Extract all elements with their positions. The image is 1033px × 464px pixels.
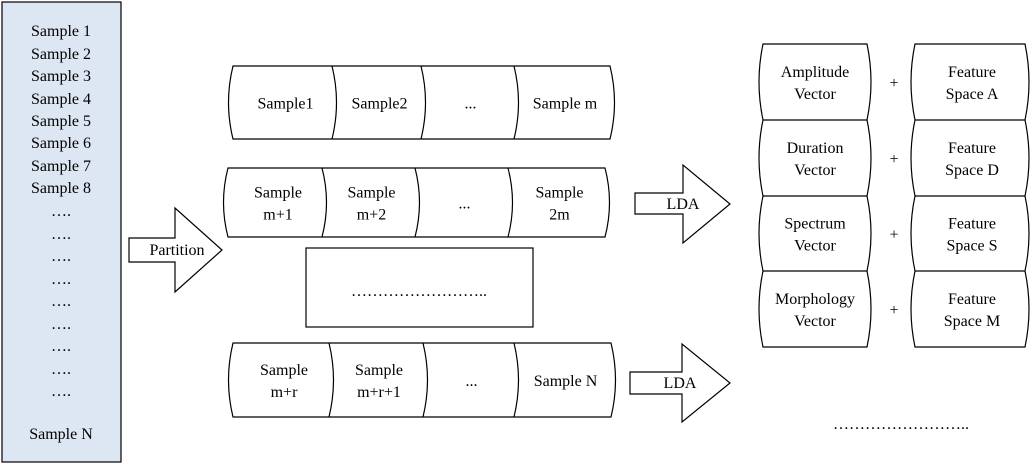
sample-list-ellipsis: …. [51, 316, 71, 333]
sample-list-item: Sample 7 [31, 158, 91, 175]
plus-sign: + [889, 227, 898, 244]
bottom-ellipsis: …………………….. [833, 416, 969, 433]
plus-sign: + [889, 302, 898, 319]
feature-space-label: Space M [944, 313, 1000, 330]
partition-row: Sample m+r Sample m+r+1... Sample N [227, 342, 617, 418]
sample-list-item: Sample 5 [31, 113, 91, 130]
row-outline [222, 167, 611, 238]
partition-cell-text: ... [465, 96, 477, 113]
partition-cell-text: 2m [549, 207, 570, 224]
cell-divider [331, 65, 338, 140]
sample-list-ellipsis: …. [51, 361, 71, 378]
partition-arrow: Partition [128, 206, 223, 294]
sample-list-item: Sample 3 [31, 68, 91, 85]
plus-sign: + [889, 151, 898, 168]
sample-list-ellipsis: …. [51, 226, 71, 243]
sample-list-item: Sample 4 [31, 91, 91, 108]
feature-space-label: Feature [948, 64, 996, 81]
vector-label: Duration [787, 140, 844, 157]
sample-list-ellipsis: …. [51, 293, 71, 310]
partition-cell-text: Sample [348, 185, 396, 202]
sample-list-item: Sample 6 [31, 135, 91, 152]
partition-cell-text: Sample [536, 185, 584, 202]
partition-cell-text: m+r [271, 384, 298, 401]
partition-cell-text: Sample [260, 362, 308, 379]
partition-cell-text: Sample [254, 185, 302, 202]
cell-divider [414, 167, 421, 238]
partition-cell-text: ... [459, 196, 471, 213]
sample-list: Sample 1 Sample 2 Sample 3 Sample 4 Samp… [1, 1, 122, 463]
vector-label: Morphology [775, 291, 855, 308]
partition-arrow-shape [128, 206, 223, 294]
plus-sign: + [889, 75, 898, 92]
sample-list-ellipsis: …. [51, 203, 71, 220]
sample-list-box [1, 1, 122, 463]
feature-space-label: Space A [946, 86, 999, 103]
sample-list-item: Sample 8 [31, 180, 91, 197]
cell-divider [420, 65, 427, 140]
lda-arrow-shape [629, 342, 731, 424]
partition-cell-text: Sample m [533, 96, 598, 113]
feature-space-label: Feature [948, 291, 996, 308]
sample-list-ellipsis: …. [51, 338, 71, 355]
vector-label: Vector [794, 238, 836, 255]
row-outline [227, 342, 617, 418]
partition-arrow-label: Partition [149, 242, 204, 259]
lda-arrow: LDA [629, 342, 731, 424]
vector-label: Vector [794, 162, 836, 179]
middle-box-text: …………………….. [351, 283, 487, 300]
vector-label: Vector [794, 86, 836, 103]
cell-divider [328, 342, 335, 418]
sample-list-item: Sample 2 [31, 46, 91, 63]
partition-row: Sample1 Sample2... Sample m [227, 65, 616, 140]
cell-divider [513, 65, 520, 140]
sample-list-last: Sample N [29, 426, 93, 443]
cell-divider [513, 342, 520, 418]
cell-divider [422, 342, 429, 418]
middle-box-rect [305, 247, 534, 328]
sample-list-ellipsis: …. [51, 383, 71, 400]
partition-cell-text: m+1 [263, 207, 292, 224]
lda-arrow-label: LDA [667, 196, 700, 213]
feature-space-label: Feature [948, 216, 996, 233]
cell-divider [321, 167, 328, 238]
feature-space-label: Space D [945, 162, 999, 179]
sample-list-item: Sample 1 [31, 23, 91, 40]
partition-cell-text: m+2 [357, 207, 386, 224]
cell-divider [507, 167, 514, 238]
vector-label: Amplitude [781, 64, 849, 81]
vector-label: Spectrum [784, 216, 846, 233]
lda-arrow-shape [634, 163, 731, 245]
feature-space-label: Feature [948, 140, 996, 157]
partition-row: Sample m+1 Sample m+2... Sample 2m [222, 167, 611, 238]
partition-cell-text: Sample2 [352, 96, 408, 113]
feature-space-label: Space S [946, 238, 997, 255]
sample-list-ellipsis: …. [51, 271, 71, 288]
middle-ellipsis-box: …………………….. [305, 247, 534, 328]
partition-cell-text: Sample N [534, 373, 598, 390]
partition-cell-text: m+r+1 [357, 384, 401, 401]
lda-arrow: LDA [634, 163, 731, 245]
partition-cell-text: Sample1 [258, 96, 314, 113]
partition-cell-text: Sample [355, 362, 403, 379]
partition-cell-text: ... [466, 373, 478, 390]
vector-label: Vector [794, 313, 836, 330]
lda-arrow-label: LDA [664, 375, 697, 392]
sample-list-ellipsis: …. [51, 248, 71, 265]
